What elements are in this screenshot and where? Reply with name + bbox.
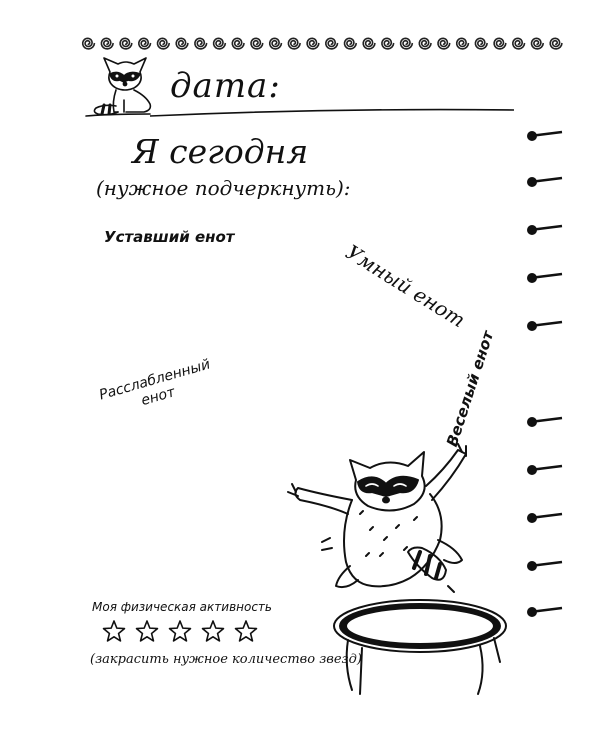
date-label: дата:	[170, 66, 281, 106]
binding-coil	[529, 606, 563, 614]
spiral-curl	[399, 37, 414, 50]
spiral-binding-icon	[527, 130, 563, 617]
trampoline-icon	[333, 599, 507, 695]
spiral-curl	[175, 37, 189, 50]
raccoon-on-trampoline-icon	[287, 443, 467, 593]
spiral-curl	[156, 37, 171, 50]
spiral-curl	[268, 37, 283, 50]
spiral-curl	[212, 37, 227, 50]
spiral-curl	[549, 37, 563, 50]
spiral-curl	[362, 37, 376, 50]
spiral-curl	[530, 37, 545, 50]
star-5-icon[interactable]	[234, 620, 258, 642]
star-2-icon[interactable]	[135, 620, 159, 642]
binding-coil	[529, 272, 563, 280]
spiral-curl	[474, 37, 488, 50]
spiral-curl	[343, 37, 358, 50]
raccoon-icon	[85, 57, 152, 117]
underline-instruction: (нужное подчеркнуть):	[96, 176, 351, 200]
spiral-curl	[381, 37, 395, 50]
star-3-icon[interactable]	[168, 620, 192, 642]
binding-coil	[529, 176, 563, 184]
binding-coil	[529, 512, 563, 520]
binding-coil	[529, 464, 563, 472]
spiral-border-icon	[81, 37, 563, 50]
spiral-curl	[138, 37, 152, 50]
binding-coil	[529, 320, 563, 328]
star-4-icon[interactable]	[201, 620, 225, 642]
binding-coil	[529, 560, 563, 568]
today-heading: Я сегодня	[132, 132, 309, 171]
spiral-curl	[250, 37, 264, 50]
spiral-curl	[231, 37, 245, 50]
binding-coil	[529, 224, 563, 232]
spiral-curl	[119, 37, 133, 50]
star-rating[interactable]	[102, 620, 258, 642]
spiral-curl	[194, 37, 208, 50]
spiral-curl	[418, 37, 432, 50]
stars-instruction: (закрасить нужное количество звезд)	[90, 652, 362, 667]
spiral-curl	[100, 37, 114, 50]
spiral-curl	[306, 37, 320, 50]
spiral-curl	[455, 37, 470, 50]
spiral-curl	[512, 37, 526, 50]
binding-coil	[529, 416, 563, 424]
binding-coil	[529, 130, 563, 138]
spiral-curl	[437, 37, 451, 50]
spiral-curl	[325, 37, 339, 50]
spiral-curl	[81, 37, 96, 50]
star-1-icon[interactable]	[102, 620, 126, 642]
mood-tired-raccoon[interactable]: Уставший енот	[104, 228, 235, 246]
date-line	[149, 108, 515, 117]
spiral-curl	[287, 37, 301, 50]
activity-title: Моя физическая активность	[92, 600, 272, 614]
spiral-curl	[493, 37, 507, 50]
